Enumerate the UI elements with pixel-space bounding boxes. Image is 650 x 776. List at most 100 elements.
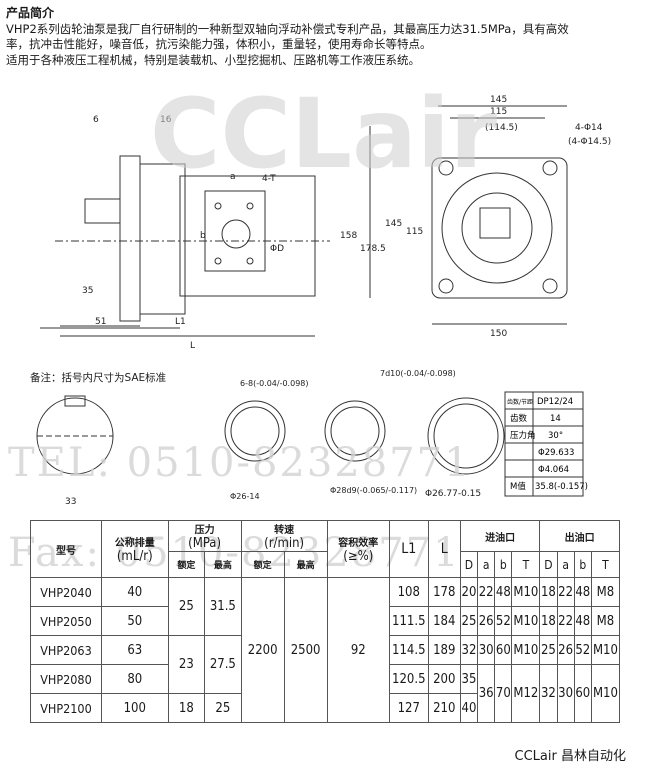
port-plate [204, 190, 266, 272]
shaft-section-spline-2 [324, 400, 386, 462]
cell-out-a: 30 [556, 664, 575, 723]
table-row: VHP2063 63 23 27.5 114.5 189 32 30 60 M1… [30, 635, 621, 694]
cell-out-b: 52 [573, 635, 592, 665]
dim-145-side: 145 [385, 219, 402, 229]
cell-efficiency: 92 [326, 577, 390, 723]
cell-l: 200 [427, 664, 461, 694]
header-outlet-a: a [556, 551, 575, 578]
cell-l1: 127 [388, 693, 429, 723]
cell-out-D: 25 [539, 635, 558, 665]
dim-L: L [190, 341, 195, 351]
cell-in-b: 52 [494, 606, 513, 636]
spline-row-3-label: 压力角 [510, 430, 536, 441]
dim-6-8: 6-8(-0.04/-0.098) [240, 379, 309, 388]
cell-in-T-merged: M12 [511, 664, 541, 723]
cell-speed-rated: 2200 [240, 577, 285, 723]
header-inlet-a: a [477, 551, 496, 578]
cell-out-b: 60 [573, 664, 592, 723]
spec-table: 型号 公称排量 (mL/r) 压力 (MPa) 转速 (r/min) 容积效率 … [30, 520, 621, 723]
cell-in-b-merged: 70 [494, 664, 513, 723]
product-intro: 产品简介 VHP2系列齿轮油泵是我厂自行研制的一种新型双轴向浮动补偿式专利产品，… [6, 6, 646, 68]
intro-line-2: 率，抗冲击性能好，噪音低，抗污染能力强，体积小，重量轻，使用寿命长等特点。 [6, 37, 432, 51]
header-inlet-T: T [511, 551, 541, 578]
spline-row-4-value: Φ29.633 [538, 448, 574, 458]
cell-displacement: 80 [100, 664, 169, 694]
technical-drawing: 6 16 145 115 (114.5) 4-Φ14 (4-Φ14.5) a 4… [30, 95, 611, 507]
dim-phi-26-77: Φ26.77-0.15 [425, 489, 481, 499]
footer-brand: CCLair 昌林自动化 [515, 745, 626, 764]
cell-pressure-rated: 18 [167, 693, 206, 723]
cell-in-a-merged: 36 [477, 664, 496, 723]
cell-in-a: 26 [477, 606, 496, 636]
dim-33: 33 [65, 497, 76, 507]
cell-in-D: 40 [459, 693, 479, 723]
front-body-circle [441, 172, 553, 284]
cell-out-a: 22 [556, 606, 575, 636]
cell-in-D: 20 [459, 577, 479, 607]
mounting-flange [119, 155, 141, 322]
cell-out-b: 48 [573, 606, 592, 636]
cell-out-a: 26 [556, 635, 575, 665]
header-model: 型号 [30, 520, 102, 578]
spline-row-2-value: 14 [550, 414, 561, 424]
header-speed-unit: (r/min) [264, 536, 305, 551]
cell-in-D: 25 [459, 606, 479, 636]
cell-out-D: 18 [539, 577, 558, 607]
table-row: VHP2100 100 18 25 127 210 40 [30, 693, 620, 723]
header-l1: L1 [388, 520, 429, 578]
pump-front-view [431, 157, 568, 299]
cell-l1: 108 [388, 577, 429, 607]
footer-brand-name: CCLair [514, 749, 557, 764]
cell-model: VHP2100 [30, 693, 102, 723]
cell-displacement: 100 [100, 693, 169, 723]
dim-178-5: 178.5 [360, 244, 386, 254]
cell-out-T: M10 [590, 635, 621, 665]
cell-l: 210 [427, 693, 461, 723]
header-pressure-rated: 额定 [167, 551, 206, 578]
spline-row-3-value: 30° [548, 431, 563, 441]
dim-4-holes-sae: (4-Φ14.5) [568, 137, 611, 147]
cell-l1: 120.5 [388, 664, 429, 694]
spline-row-2-label: 齿数 [510, 413, 528, 424]
dim-phi-28: Φ28d9(-0.065/-0.117) [330, 486, 417, 495]
spline-row-1-label: 齿数/节距 [507, 398, 533, 406]
cell-in-b: 60 [494, 635, 513, 665]
spline-row-6-value: 35.8(-0.157) [535, 482, 588, 492]
cell-out-D: 18 [539, 606, 558, 636]
header-pressure-max: 最高 [204, 551, 242, 578]
cell-in-T: M10 [511, 577, 541, 607]
cell-displacement: 50 [100, 606, 169, 636]
cell-out-T: M8 [590, 577, 621, 607]
intro-title: 产品简介 [6, 6, 55, 20]
shaft-section-spline-3 [427, 397, 505, 475]
dim-115-side: 115 [406, 227, 423, 237]
dim-b: b [200, 231, 206, 241]
header-outlet-b: b [573, 551, 592, 578]
cell-l1: 111.5 [388, 606, 429, 636]
dim-150: 150 [490, 329, 507, 339]
table-row: VHP2080 80 120.5 200 35 36 70 M12 32 30 … [30, 664, 621, 723]
cell-in-D: 35 [459, 664, 479, 694]
dim-L1: L1 [175, 317, 186, 327]
cell-pressure-max: 25 [204, 693, 242, 723]
dim-35: 35 [82, 286, 93, 296]
table-row: VHP2040 40 25 31.5 2200 2500 92 108 178 … [30, 577, 621, 723]
header-pressure: 压力 (MPa) [167, 520, 242, 552]
header-outlet: 出油口 [539, 520, 620, 552]
footer-company: 昌林自动化 [560, 749, 626, 764]
cell-out-T: M8 [590, 606, 621, 636]
pump-body-side [179, 175, 316, 297]
dim-phi-D: ΦD [270, 244, 284, 254]
dim-a: a [230, 172, 236, 182]
spline-row-1-value: DP12/24 [537, 397, 573, 407]
header-inlet-b: b [494, 551, 513, 578]
cell-displacement: 40 [100, 577, 169, 607]
header-outlet-D: D [539, 551, 558, 578]
cell-model: VHP2063 [30, 635, 102, 665]
intro-line-1: VHP2系列齿轮油泵是我厂自行研制的一种新型双轴向浮动补偿式专利产品，其最高压力… [6, 21, 569, 36]
spline-row-5-value: Φ4.064 [538, 465, 569, 475]
header-inlet-D: D [459, 551, 479, 578]
cell-in-a: 22 [477, 577, 496, 607]
header-outlet-T: T [590, 551, 621, 578]
header-speed-label: 转速 [274, 525, 295, 536]
